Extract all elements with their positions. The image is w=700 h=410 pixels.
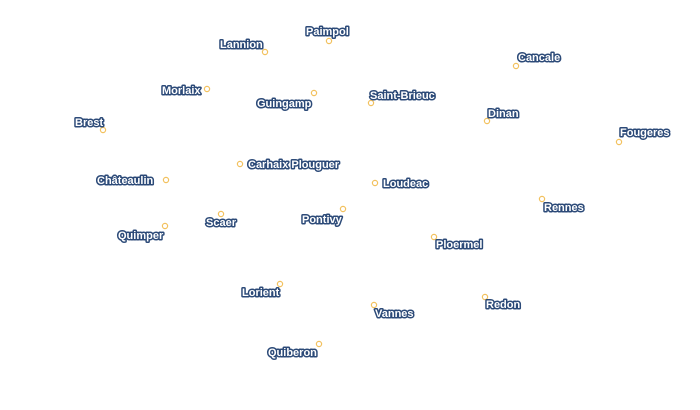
city-marker-icon — [217, 210, 225, 218]
city-label: Quimper — [118, 230, 164, 242]
city-marker-icon — [538, 195, 546, 203]
city-label: Brest — [75, 117, 103, 129]
city-label: Lannion — [220, 39, 263, 51]
city-marker-icon — [162, 176, 170, 184]
city-label: Guingamp — [257, 98, 312, 110]
city-marker-icon — [370, 301, 378, 309]
city-label: Ploermel — [436, 239, 482, 251]
city-marker-icon — [481, 293, 489, 301]
city-label: Paimpol — [306, 26, 349, 38]
city-redon: Redon — [481, 293, 522, 313]
city-label: Redon — [486, 299, 521, 311]
city-marker-icon — [483, 117, 491, 125]
city-lorient: Lorient — [241, 280, 284, 301]
city-pontivy: Pontivy — [301, 205, 347, 228]
city-label: Vannes — [375, 308, 414, 320]
city-marker-icon — [203, 85, 211, 93]
city-quiberon: Quiberon — [267, 340, 323, 361]
city-morlaix: Morlaix — [161, 84, 211, 99]
city-cancale: Cancale — [512, 51, 562, 70]
city-marker-icon — [99, 126, 107, 134]
city-marker-icon — [371, 179, 379, 187]
city-fougeres: Fougeres — [615, 126, 671, 146]
city-paimpol: Paimpol — [305, 25, 350, 45]
city-lannion: Lannion — [219, 38, 269, 56]
city-marker-icon — [339, 205, 347, 213]
city-saint-brieuc: Saint-Brieuc — [367, 89, 436, 107]
city-marker-icon — [236, 160, 244, 168]
city-label: Lorient — [242, 287, 280, 299]
city-label: Châteaulin — [97, 175, 154, 187]
city-marker-icon — [615, 138, 623, 146]
city-dinan: Dinan — [483, 107, 520, 125]
city-label: Carhaix Plouguer — [248, 159, 340, 171]
city-marker-icon — [276, 280, 284, 288]
city-scaer: Scaer — [205, 210, 238, 231]
city-label: Morlaix — [162, 85, 201, 97]
city-rennes: Rennes — [538, 195, 585, 216]
city-label: Loudeac — [383, 178, 428, 190]
city-label: Fougeres — [620, 127, 670, 139]
city-chateaulin: Châteaulin — [96, 174, 170, 189]
city-label: Quiberon — [268, 347, 317, 359]
city-marker-icon — [261, 48, 269, 56]
city-loudeac: Loudeac — [371, 177, 430, 192]
city-ploermel: Ploermel — [430, 233, 484, 253]
city-label: Rennes — [544, 202, 584, 214]
city-marker-icon — [430, 233, 438, 241]
city-marker-icon — [325, 37, 333, 45]
city-carhaix-plouguer: Carhaix Plouguer — [236, 158, 341, 173]
city-quimper: Quimper — [117, 222, 169, 244]
city-label: Dinan — [488, 108, 519, 120]
city-label: Pontivy — [302, 214, 343, 226]
city-label: Saint-Brieuc — [370, 90, 435, 102]
city-marker-icon — [367, 99, 375, 107]
city-vannes: Vannes — [370, 301, 415, 322]
city-brest: Brest — [74, 116, 107, 134]
city-marker-icon — [512, 62, 520, 70]
city-label: Cancale — [518, 52, 560, 64]
city-guingamp: Guingamp — [256, 89, 318, 112]
city-marker-icon — [315, 340, 323, 348]
city-marker-icon — [310, 89, 318, 97]
city-label: Scaer — [206, 217, 237, 229]
city-marker-icon — [161, 222, 169, 230]
